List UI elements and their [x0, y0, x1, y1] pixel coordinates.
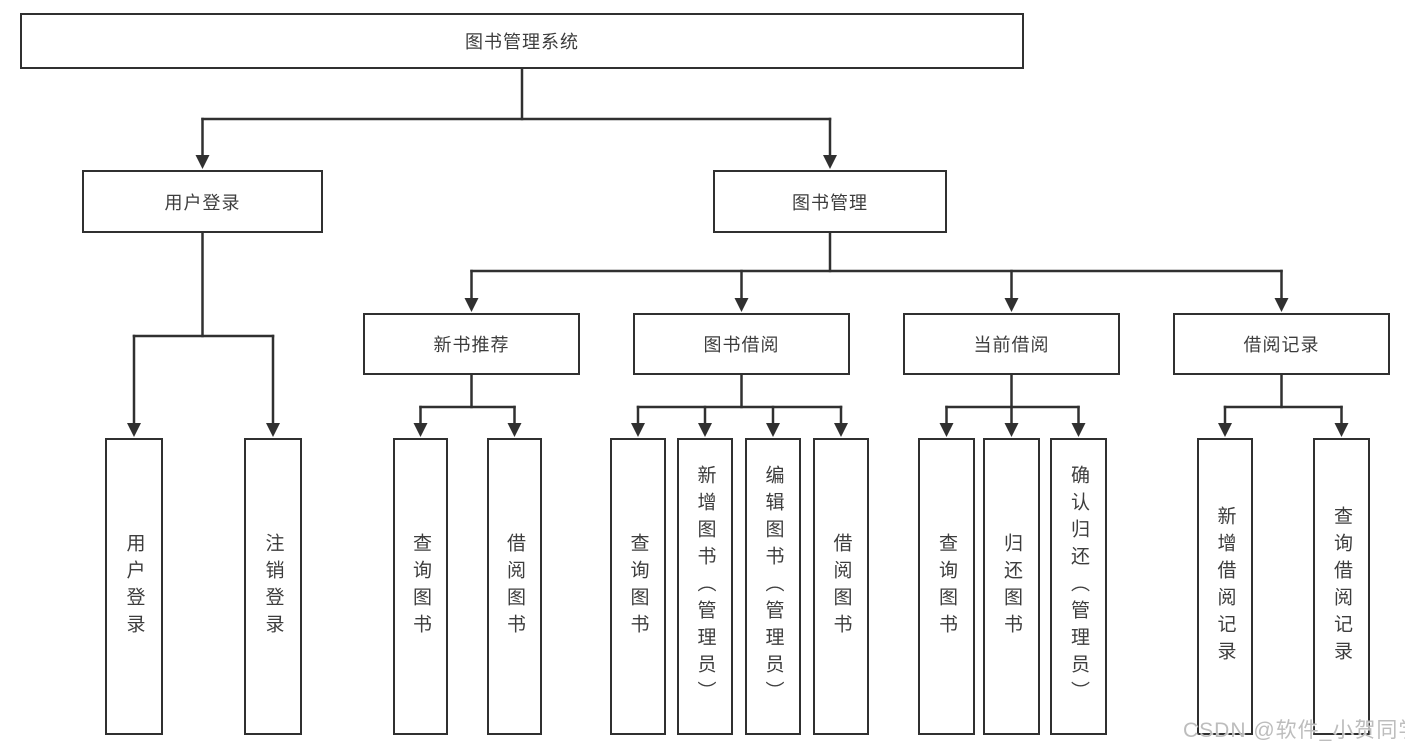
arrowhead-icon — [1274, 298, 1289, 312]
node-leaf-borrow-book-2: 借阅图书 — [813, 438, 869, 735]
arrowhead-icon — [823, 155, 837, 169]
node-leaf-add-book: 新增图书（管理员） — [677, 438, 733, 735]
node-current-borrow-label: 当前借阅 — [973, 335, 1050, 355]
node-leaf-borrow-book-1: 借阅图书 — [487, 438, 542, 735]
node-leaf-query-book-1-label: 查询图书 — [410, 532, 431, 641]
arrowhead-icon — [1334, 423, 1349, 437]
node-borrow-records-label: 借阅记录 — [1243, 335, 1320, 355]
arrowhead-icon — [939, 423, 954, 437]
node-leaf-query-book-1: 查询图书 — [393, 438, 448, 735]
node-leaf-add-record: 新增借阅记录 — [1197, 438, 1253, 735]
node-book-mgmt: 图书管理 — [713, 170, 947, 233]
node-leaf-confirm-return: 确认归还（管理员） — [1050, 438, 1107, 735]
arrowhead-icon — [834, 423, 848, 437]
arrowhead-icon — [1071, 423, 1086, 437]
node-leaf-edit-book-label: 编辑图书（管理员） — [762, 465, 784, 708]
node-leaf-borrow-book-1-label: 借阅图书 — [504, 532, 525, 641]
arrowhead-icon — [464, 298, 479, 312]
node-current-borrow: 当前借阅 — [903, 313, 1120, 375]
node-new-book-rec: 新书推荐 — [363, 313, 580, 375]
arrowhead-icon — [507, 423, 522, 437]
arrowhead-icon — [1004, 298, 1019, 312]
node-leaf-query-book-3-label: 查询图书 — [936, 532, 957, 641]
arrowhead-icon — [631, 423, 645, 437]
node-book-mgmt-label: 图书管理 — [792, 192, 868, 213]
arrowhead-icon — [698, 423, 712, 437]
node-leaf-edit-book: 编辑图书（管理员） — [745, 438, 801, 735]
node-book-borrow-label: 图书借阅 — [703, 335, 780, 355]
node-leaf-confirm-return-label: 确认归还（管理员） — [1068, 465, 1089, 708]
node-book-borrow: 图书借阅 — [633, 313, 850, 375]
node-leaf-user-login-label: 用户登录 — [123, 532, 145, 641]
node-leaf-logout: 注销登录 — [244, 438, 302, 735]
node-leaf-logout-label: 注销登录 — [262, 532, 284, 641]
arrowhead-icon — [766, 423, 780, 437]
node-leaf-user-login: 用户登录 — [105, 438, 163, 735]
node-leaf-query-book-2-label: 查询图书 — [627, 532, 649, 641]
arrowhead-icon — [1004, 423, 1019, 437]
arrowhead-icon — [734, 298, 749, 312]
node-leaf-return-book: 归还图书 — [983, 438, 1040, 735]
node-leaf-add-record-label: 新增借阅记录 — [1214, 505, 1236, 668]
arrowhead-icon — [413, 423, 428, 437]
node-root-label: 图书管理系统 — [465, 32, 579, 52]
arrowhead-icon — [266, 423, 280, 437]
node-leaf-query-book-3: 查询图书 — [918, 438, 975, 735]
node-root: 图书管理系统 — [20, 13, 1024, 69]
csdn-watermark: CSDN @软件_小贺同学 — [1183, 719, 1405, 742]
node-new-book-rec-label: 新书推荐 — [433, 335, 510, 355]
arrowhead-icon — [1218, 423, 1232, 437]
arrowhead-icon — [127, 423, 141, 437]
node-leaf-query-book-2: 查询图书 — [610, 438, 666, 735]
node-leaf-query-record: 查询借阅记录 — [1313, 438, 1370, 735]
node-leaf-query-record-label: 查询借阅记录 — [1331, 505, 1352, 668]
node-leaf-add-book-label: 新增图书（管理员） — [694, 465, 716, 708]
node-borrow-records: 借阅记录 — [1173, 313, 1390, 375]
arrowhead-icon — [195, 155, 210, 169]
node-user-login-group: 用户登录 — [82, 170, 323, 233]
node-leaf-borrow-book-2-label: 借阅图书 — [830, 532, 852, 641]
node-leaf-return-book-label: 归还图书 — [1001, 532, 1022, 641]
node-user-login-group-label: 用户登录 — [164, 192, 241, 213]
